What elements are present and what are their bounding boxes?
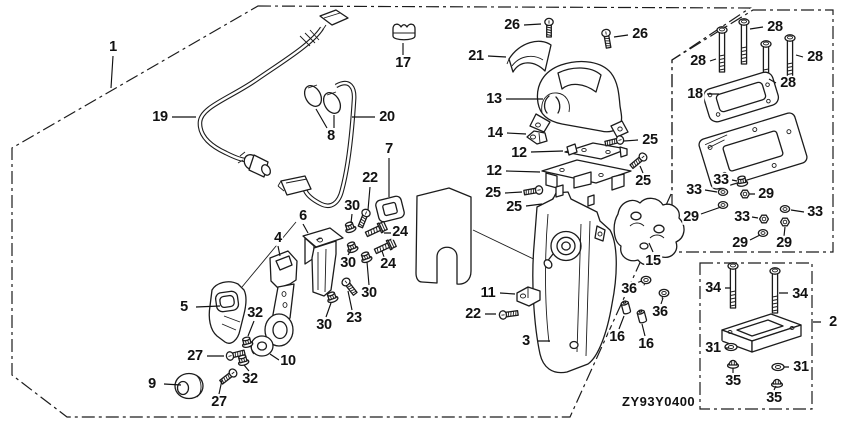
arm-4 [264, 250, 298, 347]
control-body-3 [532, 184, 617, 374]
sheet-21 [506, 40, 552, 73]
bushing-10 [250, 335, 274, 357]
connectors-8 [303, 84, 342, 114]
rings-36 [640, 275, 670, 300]
assembly-line-pad-to-body [472, 229, 545, 265]
knob-9 [174, 372, 204, 400]
gasket-18 [702, 71, 780, 123]
assembly-line-lever-to-cover [241, 221, 297, 288]
bracket-12-upper [564, 142, 628, 160]
cover-5 [208, 281, 247, 344]
screw-22-left [355, 207, 372, 230]
kit-outline-box-bottom-right [699, 262, 813, 410]
washers-31 [724, 342, 785, 372]
bracket-12-lower [541, 159, 632, 191]
bracket-6 [302, 227, 344, 297]
bolts-24 [363, 220, 398, 257]
screw-22-right [498, 308, 520, 321]
spacer-block-2 [721, 313, 802, 353]
bracket-15 [613, 197, 685, 266]
screws-26 [544, 17, 614, 50]
notched-pad [415, 187, 472, 285]
screw-23 [339, 275, 360, 298]
bolts-34 [727, 262, 781, 314]
cover-13 [529, 60, 629, 138]
parts-16 [620, 299, 648, 325]
kit-outline-main [11, 5, 752, 418]
screws-27 [217, 347, 247, 387]
diagram-part-code: ZY93Y0400 [622, 394, 696, 409]
clip-11 [516, 286, 541, 307]
gasket-large [698, 112, 808, 190]
grommet-7 [375, 195, 405, 223]
leader-lines [110, 23, 821, 395]
cable-20 [277, 80, 357, 209]
kit-outline-box-top-right [671, 9, 834, 253]
grommet-17 [392, 23, 416, 41]
cable-19 [197, 9, 349, 178]
clip-14 [526, 130, 548, 145]
